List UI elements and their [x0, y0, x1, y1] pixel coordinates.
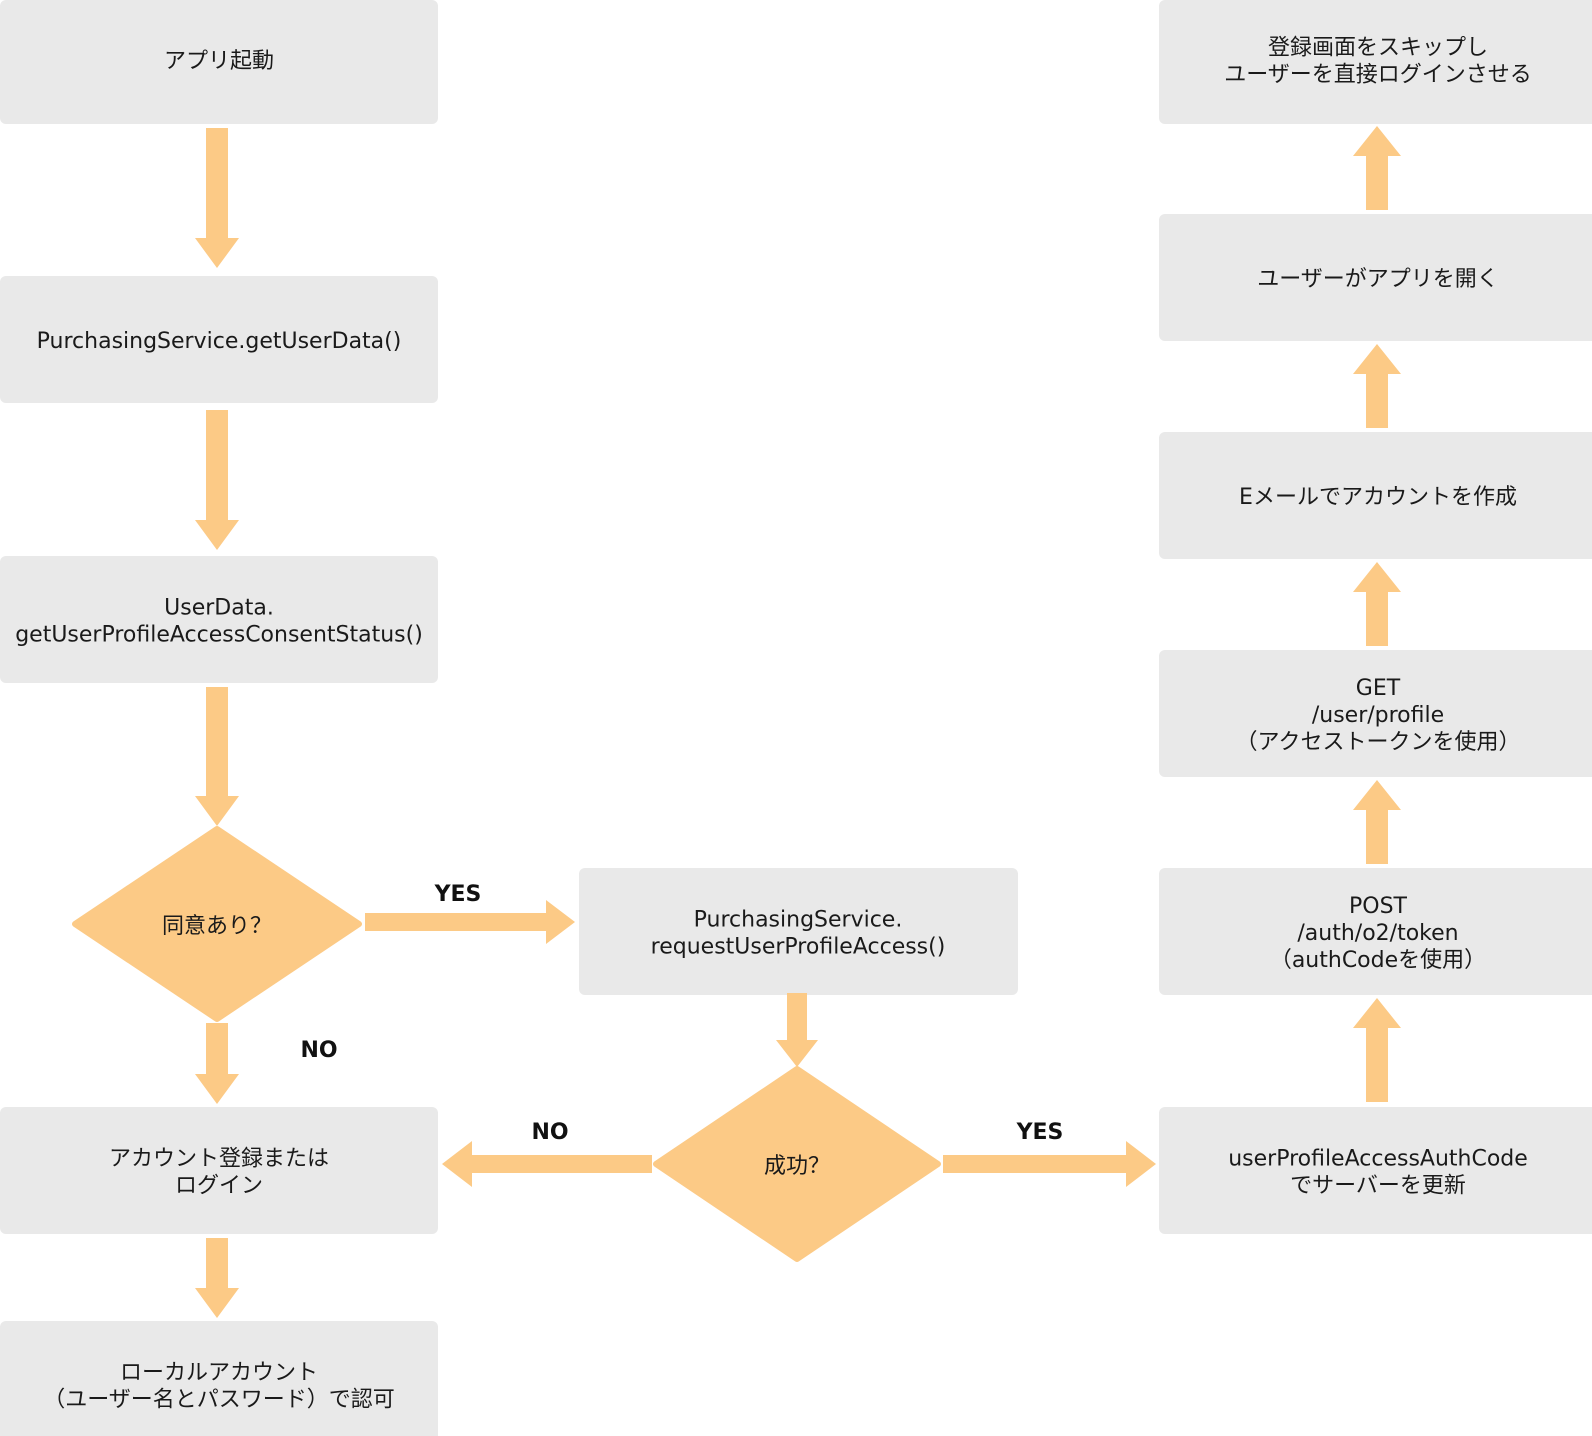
- node-request-access: PurchasingService.requestUserProfileAcce…: [579, 868, 1018, 995]
- decision-success: 成功？: [653, 1066, 941, 1262]
- node-label: PurchasingService.requestUserProfileAcce…: [651, 908, 946, 960]
- label-line: （authCodeを使用）: [1270, 948, 1486, 973]
- label-line: ローカルアカウント: [120, 1361, 318, 1386]
- arrow-up: [1353, 344, 1401, 428]
- label-line: UserData.: [164, 596, 274, 621]
- node-label: アプリ起動: [164, 49, 274, 74]
- node-user-opens-app: ユーザーがアプリを開く: [1159, 214, 1592, 341]
- arrow-up: [1353, 562, 1401, 646]
- label-line: でサーバーを更新: [1290, 1174, 1466, 1199]
- decision-consent: 同意あり？: [72, 826, 362, 1022]
- node-local-auth: ローカルアカウント（ユーザー名とパスワード）で認可: [0, 1321, 438, 1436]
- edge-label-success-yes: YES: [1016, 1120, 1064, 1145]
- node-create-account: Eメールでアカウントを作成: [1159, 432, 1592, 559]
- edge-label-success-no: NO: [531, 1120, 568, 1145]
- node-post-token: POST/auth/o2/token（authCodeを使用）: [1159, 868, 1592, 995]
- label-line: /user/profile: [1312, 703, 1444, 728]
- node-get-profile: GET/user/profile（アクセストークンを使用）: [1159, 650, 1592, 777]
- label-line: （ユーザー名とパスワード）で認可: [43, 1388, 395, 1413]
- label-line: PurchasingService.: [694, 908, 903, 933]
- decision-label: 同意あり？: [162, 914, 272, 939]
- decision-label: 成功？: [764, 1154, 830, 1179]
- node-label: POST/auth/o2/token（authCodeを使用）: [1270, 894, 1486, 973]
- label-line: POST: [1349, 894, 1408, 919]
- edge-label-consent-no: NO: [300, 1038, 337, 1063]
- label-line: ユーザーがアプリを開く: [1257, 267, 1499, 292]
- arrow-right: [365, 900, 575, 944]
- arrow-down: [195, 128, 239, 268]
- node-register-or-login: アカウント登録またはログイン: [0, 1107, 438, 1234]
- label-line: /auth/o2/token: [1297, 921, 1458, 946]
- label-line: 登録画面をスキップし: [1268, 36, 1488, 61]
- node-label: ユーザーがアプリを開く: [1257, 267, 1499, 292]
- node-label: アカウント登録またはログイン: [109, 1147, 329, 1199]
- label-line: userProfileAccessAuthCode: [1228, 1147, 1528, 1172]
- label-line: requestUserProfileAccess(): [651, 935, 946, 960]
- arrow-down: [195, 1023, 239, 1104]
- label-line: ユーザーを直接ログインさせる: [1224, 63, 1532, 88]
- node-app-launch: アプリ起動: [0, 0, 438, 124]
- label-line: （アクセストークンを使用）: [1236, 730, 1521, 755]
- label-line: getUserProfileAccessConsentStatus(): [15, 623, 423, 648]
- arrow-right: [943, 1141, 1156, 1187]
- node-label: Eメールでアカウントを作成: [1239, 485, 1517, 510]
- label-line: 同意あり？: [162, 914, 272, 939]
- arrow-down: [195, 687, 239, 826]
- node-get-consent-status: UserData.getUserProfileAccessConsentStat…: [0, 556, 438, 683]
- label-line: PurchasingService.getUserData(): [37, 329, 402, 354]
- arrow-left: [442, 1141, 652, 1187]
- arrow-up: [1353, 126, 1401, 210]
- label-line: 成功？: [764, 1154, 830, 1179]
- edge-label-consent-yes: YES: [434, 882, 482, 907]
- arrow-down: [195, 410, 239, 550]
- arrow-up: [1353, 780, 1401, 864]
- label-line: アカウント登録または: [109, 1147, 329, 1172]
- node-label: GET/user/profile（アクセストークンを使用）: [1236, 676, 1521, 755]
- node-label: UserData.getUserProfileAccessConsentStat…: [15, 596, 423, 648]
- arrow-down: [195, 1238, 239, 1318]
- label-line: アプリ起動: [164, 49, 274, 74]
- arrow-down: [776, 993, 818, 1067]
- label-line: ログイン: [175, 1174, 263, 1199]
- node-label: ローカルアカウント（ユーザー名とパスワード）で認可: [43, 1361, 395, 1413]
- arrow-up: [1353, 998, 1401, 1102]
- node-skip-registration: 登録画面をスキップしユーザーを直接ログインさせる: [1159, 0, 1592, 124]
- node-get-user-data: PurchasingService.getUserData(): [0, 276, 438, 403]
- label-line: Eメールでアカウントを作成: [1239, 485, 1517, 510]
- label-line: GET: [1356, 676, 1401, 701]
- node-label: 登録画面をスキップしユーザーを直接ログインさせる: [1224, 36, 1532, 88]
- node-label: PurchasingService.getUserData(): [37, 329, 402, 354]
